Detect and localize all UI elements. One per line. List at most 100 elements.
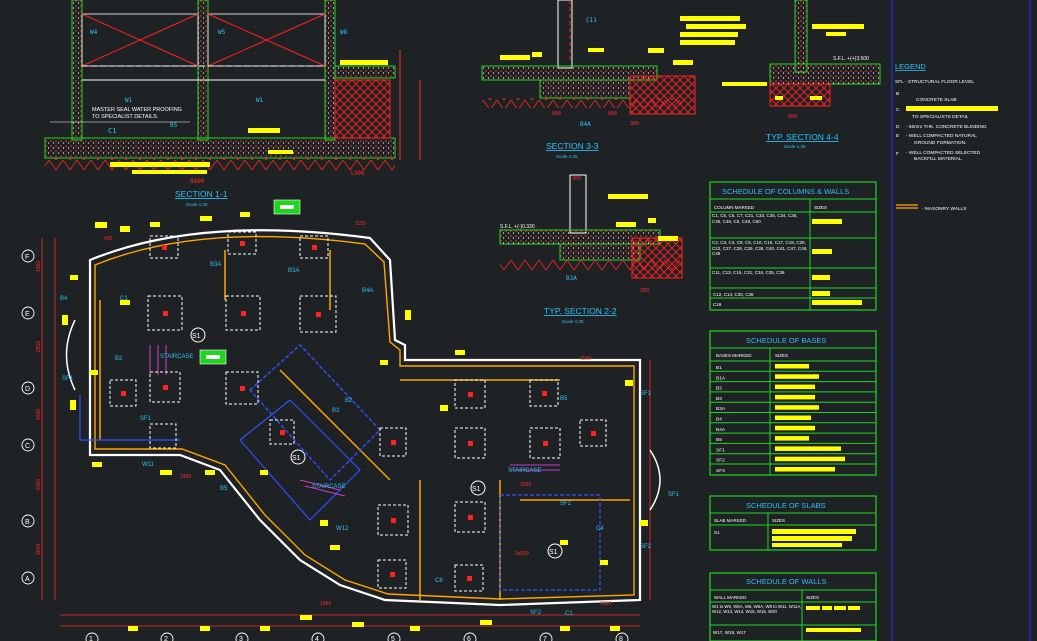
- svg-text:SF1: SF1: [668, 492, 680, 498]
- svg-text:300: 300: [572, 176, 581, 182]
- legend-item: BACKFILL MATERIAL.: [914, 156, 963, 162]
- legend-key: B: [896, 91, 899, 97]
- section-3-3-drawing: C11 B4A 600 600 300: [481, 0, 767, 128]
- svg-text:B3A: B3A: [566, 275, 577, 282]
- svg-text:S1: S1: [292, 455, 301, 462]
- svg-text:B4: B4: [60, 296, 68, 302]
- section-3-3-title: SECTION 3-3: [546, 141, 599, 151]
- base-size-bar: [775, 425, 815, 431]
- base-mark: B1: [716, 365, 722, 371]
- waterproof-note: MASTER SEAL WATER PROOFING: [92, 107, 182, 113]
- svg-text:4: 4: [315, 636, 319, 641]
- svg-text:B5: B5: [560, 396, 568, 402]
- base-mark: B4: [716, 417, 722, 423]
- svg-text:A: A: [25, 576, 30, 583]
- base-size-bar: [775, 405, 819, 410]
- section-2-2-drawing: B3A 300 300: [499, 174, 683, 294]
- svg-text:B3A: B3A: [288, 268, 299, 274]
- section-4-4-drawing: 900: [769, 0, 881, 120]
- svg-text:C19: C19: [713, 302, 722, 307]
- svg-text:W11: W11: [142, 462, 155, 468]
- svg-text:B2: B2: [345, 398, 353, 404]
- legend-item: GROUND FORMATION.: [914, 140, 966, 146]
- svg-text:W17, W18, W17: W17, W18, W17: [713, 630, 746, 635]
- svg-text:B5: B5: [220, 486, 228, 492]
- schedule-columns-title: SCHEDULE OF COLUMNS & WALLS: [722, 187, 849, 196]
- schedule-walls-table: SCHEDULE OF WALLS WALL MARKED SIZES W1 t…: [709, 572, 877, 641]
- svg-text:W8: W8: [340, 29, 348, 36]
- svg-text:SIZES: SIZES: [806, 595, 819, 600]
- svg-text:300: 300: [630, 121, 639, 127]
- base-mark: B5: [716, 437, 722, 443]
- schedule-bases-table: SCHEDULE OF BASES BASES MARKED SIZES B1B…: [709, 330, 877, 476]
- svg-text:4500: 4500: [36, 409, 42, 420]
- specialist-note: TO SPECIALIST DETAILS.: [92, 114, 159, 120]
- svg-text:SF1: SF1: [62, 376, 74, 382]
- svg-text:STAIRCASE: STAIRCASE: [508, 468, 542, 474]
- base-mark: B4A: [716, 427, 726, 433]
- svg-text:SF2: SF2: [560, 501, 572, 507]
- section-1-1-scale: Scale-1:35: [186, 202, 208, 207]
- section-2-2-title: TYP. SECTION 2-2: [544, 306, 617, 316]
- svg-text:C11: C11: [586, 17, 597, 24]
- svg-text:COLUMN MARKED: COLUMN MARKED: [714, 205, 755, 210]
- schedule-slabs-table: SCHEDULE OF SLABS SLAB MARKED SIZES S1: [709, 495, 877, 551]
- base-mark: B3A: [716, 406, 726, 412]
- section-4-4-title: TYP. SECTION 4-4: [766, 132, 839, 142]
- svg-text:B4A: B4A: [362, 288, 373, 294]
- svg-text:8600: 8600: [190, 178, 205, 185]
- svg-text:600: 600: [552, 111, 561, 117]
- svg-text:S1: S1: [472, 486, 481, 493]
- svg-text:5: 5: [391, 636, 395, 641]
- svg-text:S1: S1: [549, 549, 558, 556]
- svg-text:C1: C1: [565, 611, 573, 617]
- svg-text:6000: 6000: [36, 479, 42, 490]
- svg-text:6: 6: [467, 636, 471, 641]
- svg-text:1150: 1150: [355, 221, 366, 227]
- svg-text:SLAB MARKED: SLAB MARKED: [714, 518, 747, 523]
- base-mark: B2: [716, 386, 722, 392]
- svg-text:W4: W4: [90, 29, 98, 36]
- svg-text:B2: B2: [115, 356, 123, 362]
- svg-text:SF2: SF2: [640, 544, 652, 550]
- base-size-bar: [775, 394, 815, 400]
- svg-text:C1: C1: [108, 127, 116, 135]
- svg-text:7: 7: [543, 636, 547, 641]
- svg-text:1300: 1300: [350, 170, 365, 177]
- svg-text:1150: 1150: [580, 356, 591, 362]
- svg-text:BASES MARKED: BASES MARKED: [716, 353, 752, 358]
- svg-text:8: 8: [619, 636, 623, 641]
- base-size-bar: [775, 467, 835, 472]
- sfl-label-a: S.F.L. +(+)3.500: [833, 56, 869, 62]
- legend-key: E: [896, 133, 899, 139]
- svg-text:C1: C1: [120, 296, 128, 302]
- svg-text:SIZES: SIZES: [775, 353, 788, 358]
- svg-text:B5: B5: [170, 122, 178, 129]
- svg-text:SIZES: SIZES: [814, 205, 827, 210]
- legend-key: C: [896, 107, 900, 113]
- svg-text:W1: W1: [256, 97, 264, 104]
- svg-text:SF1: SF1: [140, 416, 152, 422]
- legend-key: F: [896, 151, 899, 157]
- svg-text:C12, C14, C30, C38: C12, C14, C30, C38: [713, 292, 754, 297]
- svg-text:3x500: 3x500: [515, 551, 529, 557]
- svg-text:B: B: [25, 519, 30, 526]
- svg-text:B4A: B4A: [580, 121, 591, 128]
- svg-text:D: D: [25, 386, 30, 393]
- section-1-1-drawing: W4 W5 W8 W1 W1 C1 B5 8600 1300: [44, 0, 421, 185]
- svg-text:1950: 1950: [320, 601, 331, 607]
- svg-text:1950: 1950: [600, 601, 611, 607]
- svg-text:WALL MARKED: WALL MARKED: [714, 595, 747, 600]
- legend-list: SFL - STRUCTURAL FLOOR LEVEL B CONCRETE …: [895, 79, 998, 162]
- svg-text:F: F: [25, 254, 29, 261]
- section-4-4-scale: Scale-1:35: [784, 144, 806, 149]
- svg-text:2900: 2900: [180, 474, 191, 480]
- legend-item: TO SPECIALISTS DETAIL: [912, 114, 969, 120]
- legend-item: - 50mm THK. CONCRETE BLINDING: [906, 124, 987, 130]
- svg-text:900: 900: [788, 114, 797, 120]
- schedule-bases-title: SCHEDULE OF BASES: [746, 336, 826, 345]
- svg-text:W5: W5: [218, 29, 226, 36]
- base-size-bar: [775, 446, 841, 451]
